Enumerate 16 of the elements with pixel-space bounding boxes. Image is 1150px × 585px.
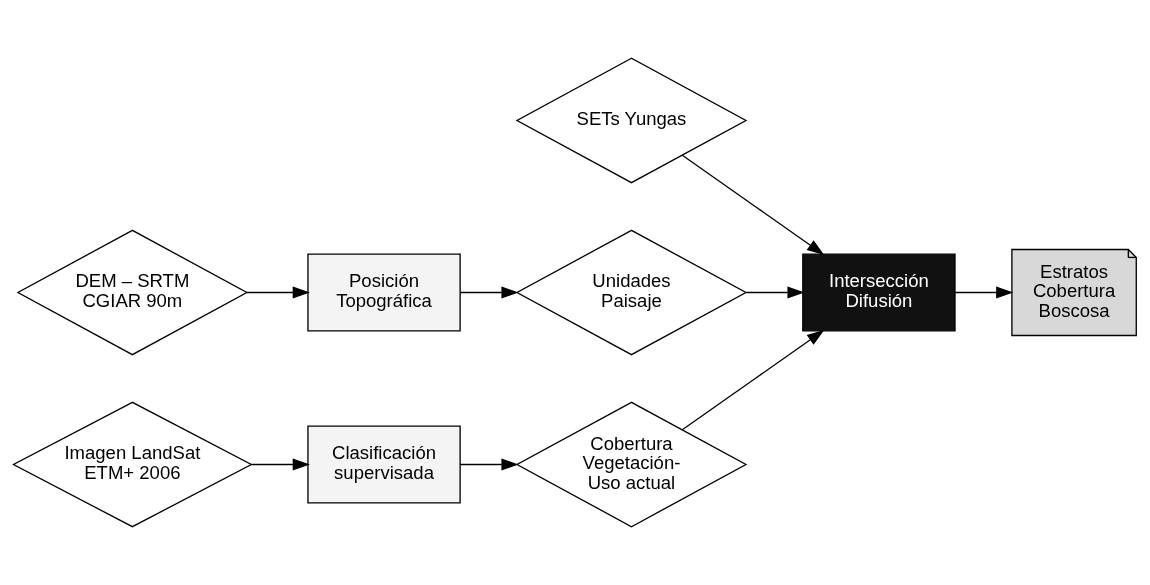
arrow: [745, 286, 805, 299]
arrow: [681, 330, 825, 431]
node-box: Clasificación supervisada: [307, 425, 461, 504]
arrow: [681, 154, 825, 255]
arrow: [459, 458, 519, 471]
node-box: Intersección Difusión: [802, 253, 956, 332]
node-diamond: SETs Yungas: [515, 57, 748, 184]
node-diamond: Imagen LandSat ETM+ 2006: [12, 401, 253, 528]
arrow: [250, 458, 310, 471]
node-diamond: DEM – SRTM CGIAR 90m: [16, 229, 249, 356]
node-diamond: Cobertura Vegetación- Uso actual: [515, 401, 748, 528]
arrow: [954, 286, 1014, 299]
node-diamond: Unidades Paisaje: [515, 229, 748, 356]
node-box: Posición Topográfica: [307, 253, 461, 332]
arrow: [459, 286, 519, 299]
arrow: [246, 286, 310, 299]
